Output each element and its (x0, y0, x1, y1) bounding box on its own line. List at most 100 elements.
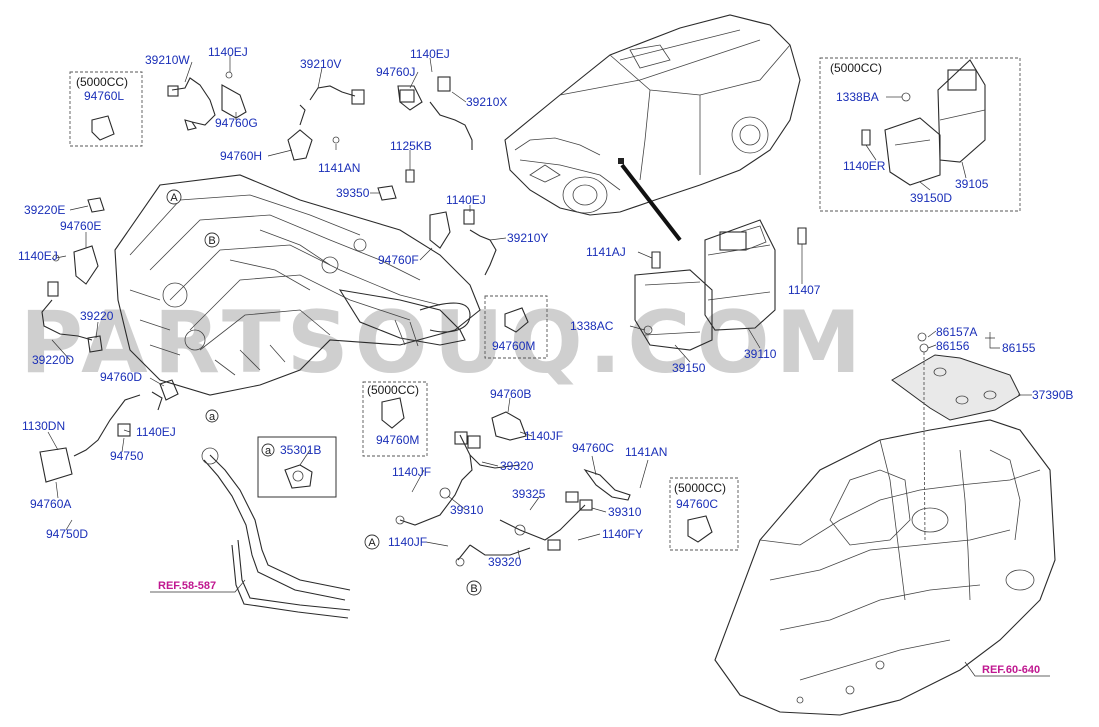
part-labels: 39210W 1140EJ 94760G 39210V 94760H 1141A… (18, 45, 1073, 676)
label-39210v[interactable]: 39210V (300, 57, 341, 71)
label-39310-b[interactable]: 39310 (608, 505, 642, 519)
bolt-1140er (861, 129, 871, 146)
label-39210w[interactable]: 39210W (145, 53, 190, 67)
car-illustration (504, 14, 801, 216)
label-39220e[interactable]: 39220E (24, 203, 65, 217)
group-box-94760m (484, 295, 548, 359)
label-94760j[interactable]: 94760J (376, 65, 415, 79)
label-39105[interactable]: 39105 (955, 177, 989, 191)
label-94760h[interactable]: 94760H (220, 149, 262, 163)
label-1140er[interactable]: 1140ER (843, 159, 886, 173)
bracket-94760e (52, 245, 99, 285)
label-39220d[interactable]: 39220D (32, 353, 74, 367)
bracket-94760h (287, 129, 340, 161)
label-39150-a[interactable]: 39150 (672, 361, 706, 375)
label-5000cc-d: (5000CC) (830, 61, 882, 75)
label-1140jf-a[interactable]: 1140JF (524, 429, 563, 443)
label-1338ac[interactable]: 1338AC (570, 319, 614, 333)
label-94760l[interactable]: 94760L (84, 89, 124, 103)
sensor-39210x (399, 76, 473, 150)
callout-circle-b (204, 232, 220, 248)
label-39320-b[interactable]: 39320 (488, 555, 522, 569)
pointer-line (620, 163, 682, 242)
sensor-39220e (87, 197, 105, 213)
label-1140ej-d[interactable]: 1140EJ (18, 249, 58, 263)
callout-b-harness: B (470, 583, 477, 595)
label-94760g[interactable]: 94760G (215, 116, 258, 130)
group-box-5000-94760m (362, 381, 428, 457)
label-1130dn[interactable]: 1130DN (22, 419, 65, 433)
bracket-94760c (583, 468, 631, 501)
harness-39310-39320 (395, 431, 593, 567)
label-1140fy[interactable]: 1140FY (602, 527, 643, 541)
label-1140ej-a[interactable]: 1140EJ (208, 45, 248, 59)
label-86157a[interactable]: 86157A (936, 325, 977, 339)
callout-a-box: a (265, 445, 272, 457)
label-94760f[interactable]: 94760F (378, 253, 419, 267)
label-39150d[interactable]: 39150D (910, 191, 952, 205)
label-94760c-b[interactable]: 94760C (676, 497, 718, 511)
ref-58-587[interactable]: REF.58-587 (158, 580, 216, 592)
callout-circle-b-harness (466, 580, 482, 596)
label-1125kb[interactable]: 1125KB (390, 139, 432, 153)
label-39310-a[interactable]: 39310 (450, 503, 484, 517)
label-94760e[interactable]: 94760E (60, 219, 101, 233)
bracket-94760g (221, 71, 247, 119)
sensor-39350 (377, 185, 397, 201)
label-94760d[interactable]: 94760D (100, 370, 142, 384)
box-35301b (257, 436, 337, 498)
label-1141aj[interactable]: 1141AJ (586, 245, 626, 259)
label-37390b[interactable]: 37390B (1032, 388, 1073, 402)
label-1141an-a[interactable]: 1141AN (318, 161, 360, 175)
dash-leader-cover (923, 352, 926, 541)
label-86156[interactable]: 86156 (936, 339, 970, 353)
bracket-39150 (634, 269, 713, 351)
label-86155[interactable]: 86155 (1002, 341, 1036, 355)
label-39220[interactable]: 39220 (80, 309, 114, 323)
watermark-text: PARTSOUQ.COM (20, 293, 867, 393)
group-box-94760l (69, 71, 143, 147)
label-94760m-b[interactable]: 94760M (376, 433, 419, 447)
label-39320-a[interactable]: 39320 (500, 459, 534, 473)
bolt-1141aj (651, 251, 661, 269)
label-94760a[interactable]: 94760A (30, 497, 71, 511)
callout-a-hose: a (209, 411, 216, 423)
ecu-39110 (704, 219, 776, 331)
sensor-39210v (299, 85, 365, 126)
label-39110[interactable]: 39110 (744, 347, 777, 361)
sensor-39220d (41, 281, 93, 341)
label-5000cc-a: (5000CC) (76, 75, 128, 89)
label-39325[interactable]: 39325 (512, 487, 546, 501)
hose-assembly (201, 447, 351, 619)
label-1140ej-e[interactable]: 1140EJ (136, 425, 176, 439)
label-39210y[interactable]: 39210Y (507, 231, 548, 245)
bracket-94760a (39, 447, 73, 483)
label-94760b[interactable]: 94760B (490, 387, 531, 401)
label-1140jf-b[interactable]: 1140JF (392, 465, 431, 479)
callout-circle-a2 (261, 443, 275, 457)
label-1140jf-c[interactable]: 1140JF (388, 535, 427, 549)
label-1140ej-b[interactable]: 1140EJ (410, 47, 450, 61)
label-39210x[interactable]: 39210X (466, 95, 507, 109)
body-panel (714, 419, 1056, 716)
sensor-39210w (167, 77, 216, 131)
label-11407[interactable]: 11407 (788, 283, 821, 297)
label-94760c-a[interactable]: 94760C (572, 441, 614, 455)
ref-60-640[interactable]: REF.60-640 (982, 664, 1040, 676)
bracket-94760b (491, 411, 527, 441)
label-94750[interactable]: 94750 (110, 449, 144, 463)
callout-circle-a1 (205, 409, 219, 423)
label-1338ba[interactable]: 1338BA (836, 90, 879, 104)
label-94750d[interactable]: 94750D (46, 527, 88, 541)
label-1140ej-c[interactable]: 1140EJ (446, 193, 486, 207)
leader-lines (47, 55, 1050, 677)
sensor-94750 (73, 379, 179, 457)
label-1141an-b[interactable]: 1141AN (625, 445, 667, 459)
label-35301b[interactable]: 35301B (280, 443, 321, 457)
nut-1338ba (901, 92, 911, 102)
callout-a-upper: A (170, 192, 178, 204)
label-94760m-a[interactable]: 94760M (492, 339, 535, 353)
label-39350[interactable]: 39350 (336, 186, 370, 200)
bracket-94760f (429, 211, 451, 249)
callout-circle-a-harness (364, 534, 380, 550)
